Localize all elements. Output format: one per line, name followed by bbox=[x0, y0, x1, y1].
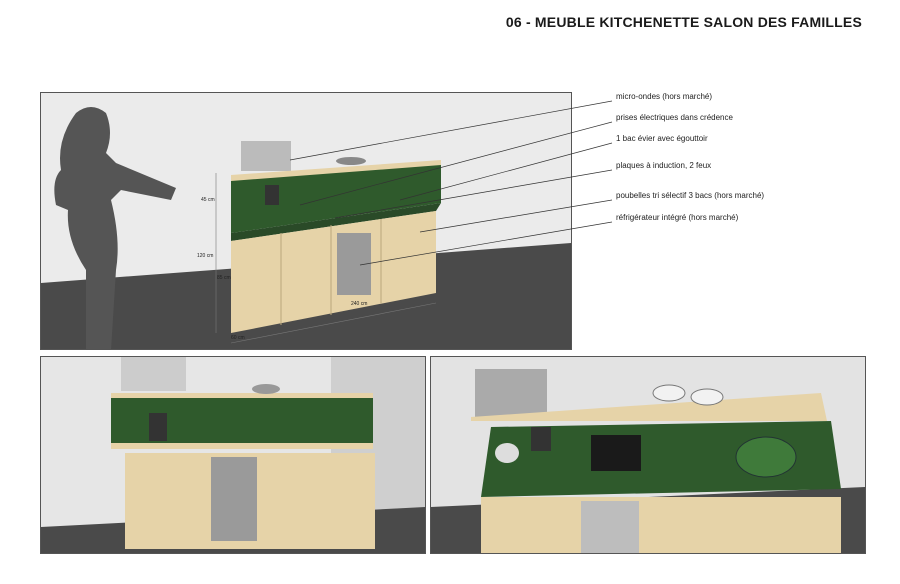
kitchenette-open-doors-view bbox=[40, 356, 426, 554]
page-title: 06 - MEUBLE KITCHENETTE SALON DES FAMILL… bbox=[505, 14, 862, 30]
dim-240: 240 cm bbox=[351, 301, 368, 307]
annotation-microwave: micro-ondes (hors marché) bbox=[616, 92, 713, 101]
microwave-3 bbox=[475, 369, 547, 417]
sink bbox=[735, 436, 797, 478]
annotation-induction: plaques à induction, 2 feux bbox=[616, 161, 712, 170]
kitchenette-top-view bbox=[430, 356, 866, 554]
shelf-3 bbox=[471, 393, 827, 421]
fridge-2 bbox=[211, 457, 257, 541]
annotation-outlets: prises électriques dans crédence bbox=[616, 113, 733, 122]
green-splashback bbox=[231, 163, 441, 233]
person-silhouette bbox=[54, 107, 176, 349]
dim-45: 45 cm bbox=[201, 197, 215, 203]
annotation-sink: 1 bac évier avec égouttoir bbox=[616, 134, 708, 143]
annotation-bins: poubelles tri sélectif 3 bacs (hors marc… bbox=[616, 191, 765, 200]
upper-shelf bbox=[231, 160, 441, 181]
dim-120: 120 cm bbox=[197, 253, 214, 259]
cabinet-front bbox=[231, 211, 436, 333]
microwave-2 bbox=[121, 357, 186, 391]
induction-hob bbox=[591, 435, 641, 471]
dim-85: 85 cm bbox=[217, 275, 231, 281]
dim-60: 60 cm bbox=[231, 335, 245, 341]
annotation-fridge: réfrigérateur intégré (hors marché) bbox=[616, 213, 739, 222]
cabinets-3 bbox=[481, 497, 841, 553]
kitchenette-perspective-view: 45 cm 120 cm 85 cm 60 cm 240 cm bbox=[40, 92, 572, 350]
microwave bbox=[241, 141, 291, 171]
coffee-machine bbox=[265, 185, 279, 205]
